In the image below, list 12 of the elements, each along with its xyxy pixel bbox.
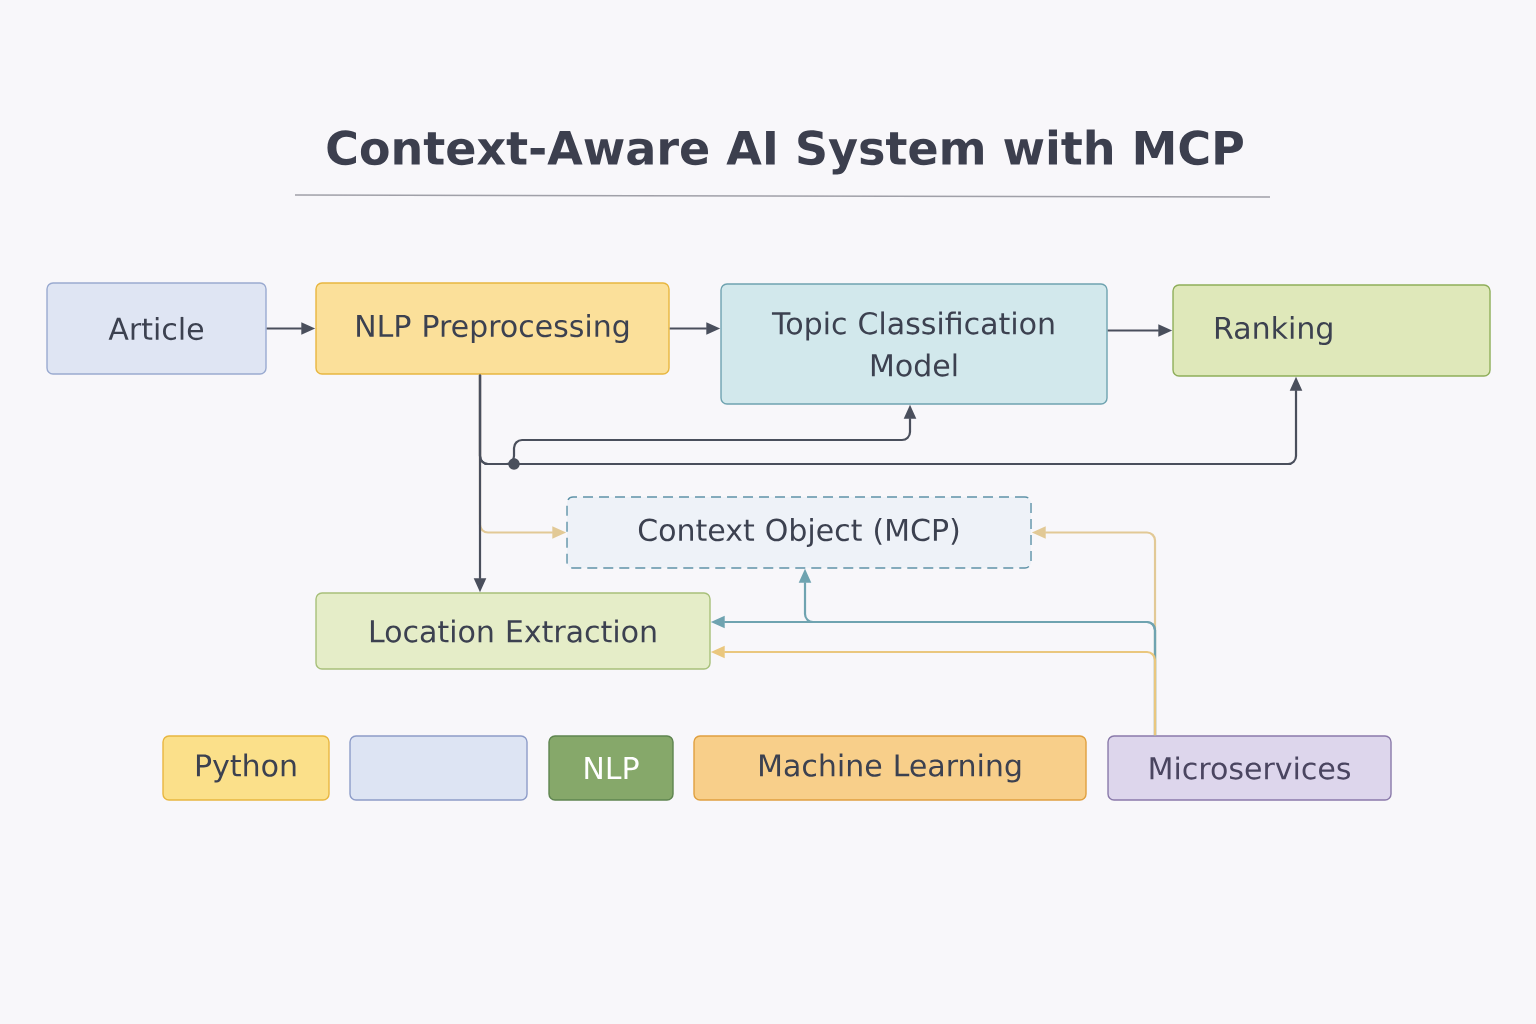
tag-box bbox=[349, 735, 528, 801]
output-box: Ranking bbox=[1172, 284, 1491, 377]
tag-box: Microservices bbox=[1107, 735, 1392, 801]
title: Context-Aware AI System with MCP bbox=[327, 129, 1243, 175]
tag-box: Python bbox=[162, 735, 330, 801]
tag-box: NLP bbox=[548, 735, 674, 801]
input-box: Article bbox=[46, 282, 267, 375]
process-box: NLP Preprocessing bbox=[315, 282, 670, 375]
tag-box: Machine Learning bbox=[693, 735, 1087, 801]
process-box: Location Extraction bbox=[315, 592, 711, 670]
process-box: Topic Classification Model bbox=[720, 283, 1108, 405]
context-box: Context Object (MCP) bbox=[566, 496, 1032, 569]
